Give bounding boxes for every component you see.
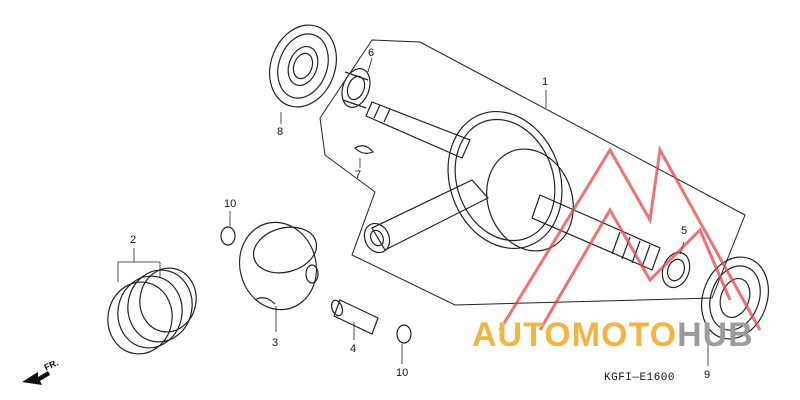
crankshaft-drawing — [363, 101, 661, 271]
diagram-code: KGFI—E1600 — [604, 372, 676, 384]
clip-top-drawing — [220, 226, 236, 246]
bearing-small-left-drawing — [341, 68, 371, 109]
callout-1: 1 — [542, 76, 549, 88]
piston-rings-drawing — [107, 267, 197, 355]
watermark-logo-icon — [498, 145, 762, 331]
piston-drawing — [238, 221, 319, 311]
callout-7: 7 — [355, 169, 362, 181]
callout-2: 2 — [130, 234, 137, 246]
clip-bottom-drawing — [396, 324, 412, 344]
callout-10-bottom: 10 — [396, 367, 409, 379]
front-arrow-icon — [22, 371, 50, 385]
watermark-text-part2: HUB — [677, 316, 754, 354]
watermark-text-part1: AUTOMOTO — [472, 316, 678, 354]
watermark-text: AUTOMOTOHUB — [472, 316, 754, 355]
callout-10-top: 10 — [224, 198, 237, 210]
bearing-right-drawing — [701, 256, 769, 340]
callout-3: 3 — [272, 337, 279, 349]
callout-6: 6 — [368, 47, 375, 59]
assembly-outline — [319, 39, 746, 306]
piston-pin-drawing — [330, 299, 379, 335]
callout-5: 5 — [681, 225, 688, 237]
key-drawing — [354, 145, 374, 154]
bearing-left-drawing — [269, 24, 337, 108]
callout-9: 9 — [704, 369, 711, 381]
callout-4: 4 — [350, 343, 357, 355]
callout-8: 8 — [277, 126, 284, 138]
